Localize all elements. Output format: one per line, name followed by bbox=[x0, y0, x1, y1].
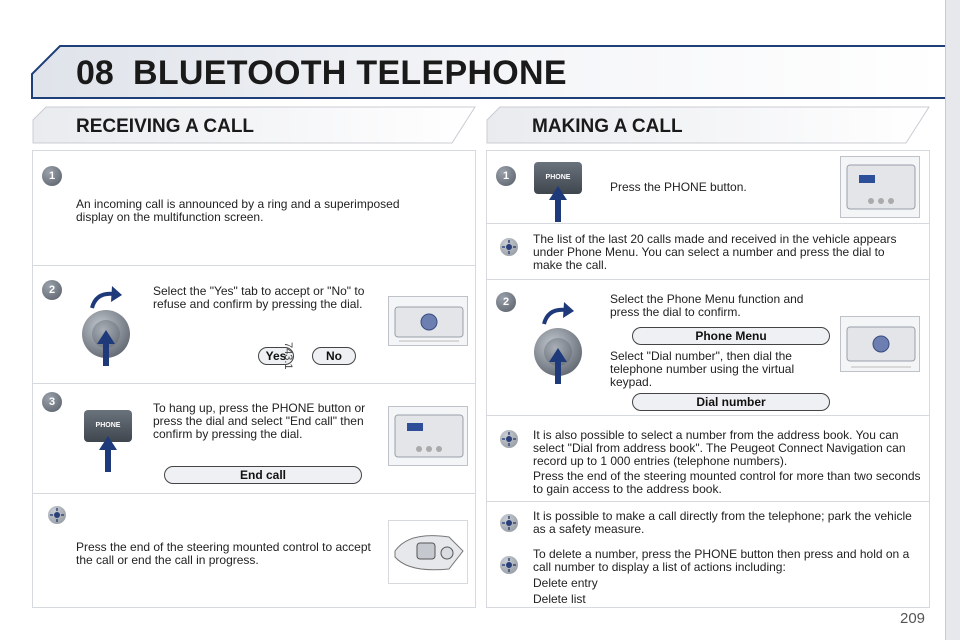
step-number-3: 3 bbox=[42, 392, 62, 412]
making-tip2-text1: It is also possible to select a number f… bbox=[533, 428, 906, 468]
section-title-receiving: RECEIVING A CALL bbox=[76, 116, 255, 137]
press-arrow-icon bbox=[99, 436, 117, 472]
receiving-tip-text: Press the end of the steering mounted co… bbox=[76, 540, 371, 567]
step-number-1: 1 bbox=[496, 166, 516, 186]
receiving-step2-text: Select the "Yes" tab to accept or "No" t… bbox=[153, 284, 365, 311]
steering-control-thumbnail bbox=[388, 520, 468, 584]
step-number-2: 2 bbox=[496, 292, 516, 312]
making-tip1-text: The list of the last 20 calls made and r… bbox=[533, 232, 897, 272]
curved-arrow-icon bbox=[90, 286, 122, 309]
tip-icon bbox=[500, 430, 518, 448]
tip-icon bbox=[48, 506, 66, 524]
receiving-step1-row bbox=[32, 150, 476, 266]
receiving-step1-text: An incoming call is announced by a ring … bbox=[76, 197, 400, 224]
page-edge-bar bbox=[945, 0, 960, 640]
receiving-step2-row bbox=[32, 266, 476, 384]
section-title-making: MAKING A CALL bbox=[532, 116, 683, 137]
yes-tab[interactable]: Yes bbox=[258, 347, 294, 365]
step-number-1: 1 bbox=[42, 166, 62, 186]
making-tip3-text: It is possible to make a call directly f… bbox=[533, 509, 912, 536]
making-step2-text2: Select "Dial number", then dial the tele… bbox=[610, 349, 795, 389]
page-title: BLUETOOTH TELEPHONE bbox=[133, 54, 567, 92]
tip-icon bbox=[500, 514, 518, 532]
radio-phone-thumbnail bbox=[840, 156, 920, 218]
header-banner bbox=[31, 45, 951, 99]
making-step1-text: Press the PHONE button. bbox=[610, 180, 747, 194]
list-item: Delete entry bbox=[533, 576, 598, 590]
making-step1-row bbox=[486, 150, 930, 224]
section-banner-receiving bbox=[32, 106, 476, 144]
making-step2-row bbox=[486, 280, 930, 416]
chapter-number: 08 bbox=[76, 54, 114, 92]
tip-icon bbox=[500, 238, 518, 256]
press-arrow-icon bbox=[97, 330, 115, 366]
press-arrow-icon bbox=[549, 348, 567, 384]
page-number: 209 bbox=[900, 610, 926, 627]
end-call-tab[interactable]: End call bbox=[164, 466, 362, 484]
phone-button-icon: PHONE bbox=[84, 410, 132, 442]
making-tip2-row bbox=[486, 416, 930, 502]
step-number-2: 2 bbox=[42, 280, 62, 300]
phone-menu-tab[interactable]: Phone Menu bbox=[632, 327, 830, 345]
press-arrow-icon bbox=[549, 186, 567, 222]
section-banner-making bbox=[486, 106, 930, 144]
making-tip4-text: To delete a number, press the PHONE butt… bbox=[533, 547, 910, 574]
tip-icon bbox=[500, 556, 518, 574]
no-tab[interactable]: No bbox=[312, 347, 356, 365]
making-tip1-row bbox=[486, 224, 930, 280]
dial-number-tab[interactable]: Dial number bbox=[632, 393, 830, 411]
receiving-step3-row bbox=[32, 384, 476, 494]
radio-phone-thumbnail bbox=[388, 406, 468, 466]
making-tip2-text2: Press the end of the steering mounted co… bbox=[533, 469, 921, 496]
curved-arrow-icon bbox=[542, 302, 574, 325]
receiving-step3-text: To hang up, press the PHONE button or pr… bbox=[153, 401, 366, 441]
radio-dial-thumbnail bbox=[840, 316, 920, 372]
making-step2-text1: Select the Phone Menu function and press… bbox=[610, 292, 804, 319]
list-item: Delete list bbox=[533, 592, 586, 606]
radio-dial-thumbnail bbox=[388, 296, 468, 346]
figure-code: 743.1 bbox=[282, 342, 294, 370]
